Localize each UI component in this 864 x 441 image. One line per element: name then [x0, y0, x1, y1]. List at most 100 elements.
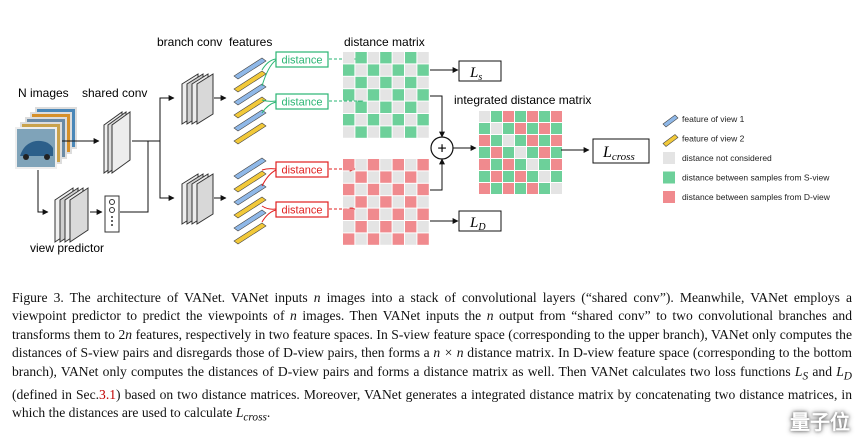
matrix-cell: [503, 123, 514, 134]
matrix-cell: [515, 183, 526, 194]
matrix-cell: [343, 171, 355, 183]
matrix-cell: [503, 147, 514, 158]
legend-square-swatch: [663, 191, 675, 203]
matrix-cell: [367, 208, 380, 220]
matrix-cell: [355, 52, 367, 64]
section-reference-link[interactable]: 3.1: [99, 386, 117, 402]
distance-box-bottom-1: distance: [275, 161, 329, 178]
matrix-cell: [343, 52, 355, 64]
matrix-cell: [343, 183, 355, 196]
distance-matrix-label: distance matrix: [344, 35, 425, 49]
matrix-cell: [355, 159, 367, 171]
matrix-cell: [355, 171, 367, 183]
matrix-cell: [539, 123, 550, 134]
matrix-cell: [367, 126, 380, 138]
matrix-cell: [405, 171, 417, 183]
matrix-cell: [343, 208, 355, 220]
matrix-cell: [405, 221, 417, 233]
matrix-cell: [491, 147, 502, 158]
loss-cross-symbol: L: [602, 144, 612, 161]
matrix-cell: [380, 171, 392, 183]
feature-view1-bar: [233, 157, 267, 180]
matrix-cell: [551, 159, 562, 170]
matrix-cell: [343, 196, 355, 208]
matrix-cell: [367, 64, 380, 76]
matrix-cell: [343, 221, 355, 233]
legend-label: distance between samples from D-view: [682, 192, 831, 202]
matrix-cell: [491, 111, 502, 122]
caption-run: output from “shared conv” to two convolu…: [12, 308, 853, 342]
feature-view2-bar: [233, 222, 267, 245]
matrix-cell: [417, 76, 429, 89]
shared-conv-block: [103, 111, 131, 174]
integrated-distance-matrix: [479, 111, 562, 194]
feature-view1-bar: [233, 83, 267, 106]
n-images-label: N images: [18, 86, 69, 100]
matrix-cell: [343, 114, 355, 126]
caption-math-sub: cross: [243, 411, 267, 424]
matrix-cell: [515, 135, 526, 146]
matrix-cell: [343, 159, 355, 171]
matrix-cell: [479, 147, 490, 158]
caption-run: distance matrix. In D-view feature space…: [12, 345, 852, 379]
features-bottom: [233, 157, 267, 245]
matrix-cell: [343, 64, 355, 76]
matrix-cell: [367, 52, 380, 64]
distance-matrix-bottom: [343, 159, 429, 245]
matrix-cell: [343, 126, 355, 138]
matrix-cell: [539, 147, 550, 158]
branch-conv-top: [181, 73, 214, 125]
matrix-cell: [417, 196, 429, 208]
matrix-cell: [392, 126, 404, 138]
caption-run: features, respectively in two feature sp…: [12, 326, 852, 361]
architecture-figure: N images shared conv branch conv feature…: [15, 35, 831, 255]
branch-conv-label: branch conv: [157, 35, 222, 49]
matrix-cell: [417, 208, 429, 220]
matrix-cell: [503, 159, 514, 170]
matrix-cell: [417, 52, 429, 64]
sum-operator: +: [430, 136, 454, 160]
matrix-cell: [551, 135, 562, 146]
matrix-cell: [367, 89, 380, 101]
svg-text:Lcross: Lcross: [602, 144, 635, 163]
matrix-cell: [380, 114, 392, 126]
legend-square-swatch: [663, 152, 675, 164]
matrix-cell: [491, 171, 502, 182]
integrated-matrix-label: integrated distance matrix: [454, 93, 591, 107]
feature-view1-bar: [233, 109, 267, 132]
matrix-cell: [405, 208, 417, 220]
red-connectors: [261, 168, 277, 223]
matrix-cell: [491, 123, 502, 134]
caption-math: L: [794, 363, 803, 379]
merge-lines: [430, 67, 590, 224]
matrix-cell: [515, 171, 526, 182]
matrix-cell: [355, 64, 367, 76]
matrix-cell: [380, 159, 392, 171]
matrix-cell: [367, 233, 380, 245]
matrix-cell: [392, 64, 404, 76]
feature-view2-bar: [233, 96, 267, 119]
matrix-cell: [491, 135, 502, 146]
loss-d-subscript: D: [477, 222, 486, 233]
feature-view1-bar: [233, 209, 267, 232]
matrix-cell: [405, 89, 417, 101]
view-predictor-conv: [54, 187, 89, 243]
matrix-cell: [479, 135, 490, 146]
matrix-cell: [417, 159, 429, 171]
matrix-cell: [417, 126, 429, 138]
loss-s-subscript: s: [478, 72, 482, 83]
distance-label: distance: [282, 205, 323, 217]
matrix-cell: [417, 221, 429, 233]
matrix-cell: [367, 171, 380, 183]
legend-square-swatch: [663, 171, 675, 184]
matrix-cell: [380, 233, 392, 245]
matrix-cell: [343, 76, 355, 89]
legend-label: feature of view 1: [682, 114, 745, 124]
matrix-cell: [392, 101, 404, 113]
matrix-cell: [392, 171, 404, 183]
matrix-cell: [405, 159, 417, 171]
caption-math-sub: S: [802, 370, 809, 383]
matrix-cell: [417, 233, 429, 245]
matrix-cell: [380, 126, 392, 138]
